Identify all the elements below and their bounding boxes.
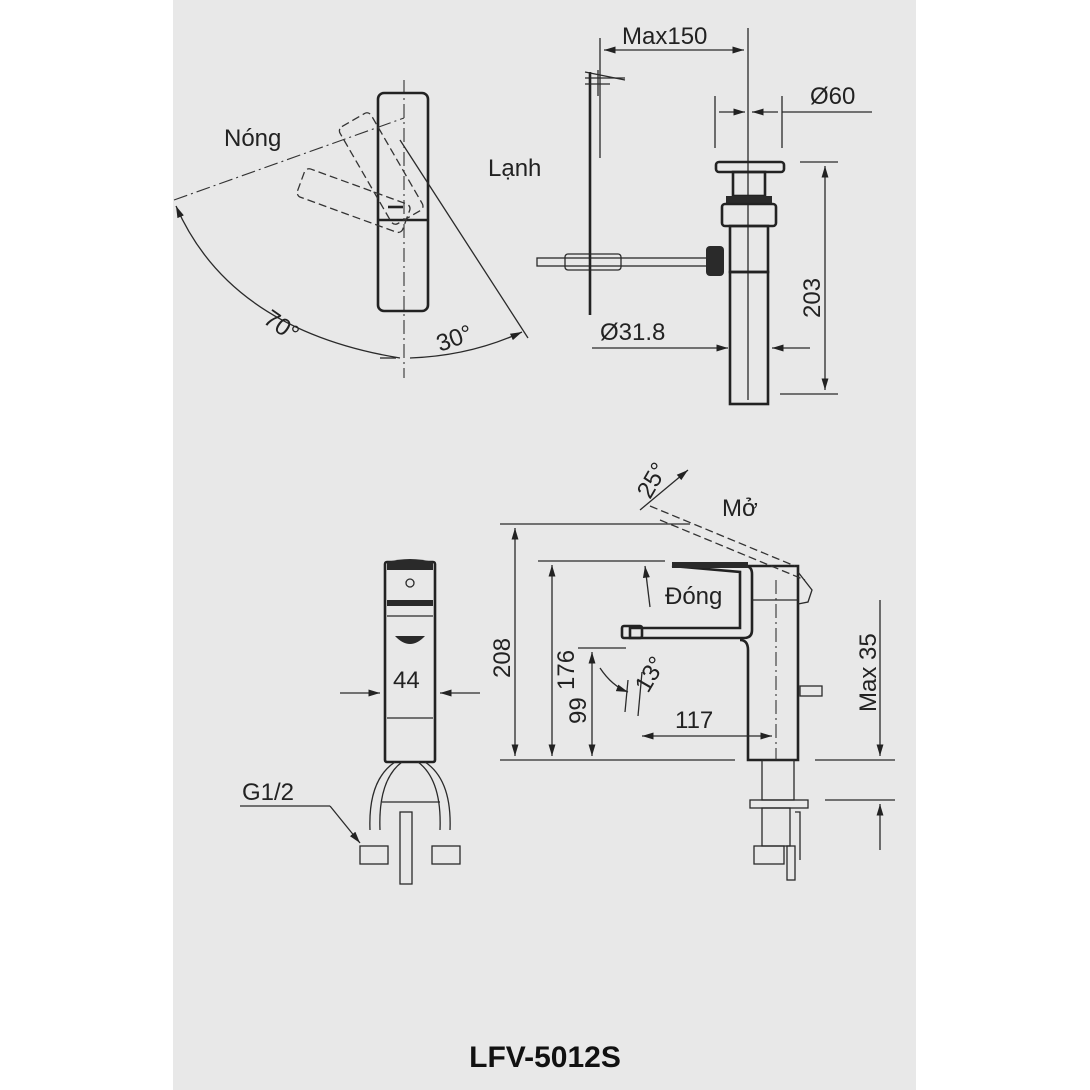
top-view: Nóng Lạnh 70° 30° bbox=[173, 80, 541, 378]
side-view: 208 176 99 25° Mở Đóng 13° 117 bbox=[489, 458, 895, 881]
cold-angle-label: 30° bbox=[433, 320, 476, 358]
max-deck-label: Max 35 bbox=[855, 633, 882, 712]
body-height-label: 176 bbox=[553, 650, 580, 690]
drain-height-label: 203 bbox=[799, 278, 826, 318]
drain-view: Max150 Ø60 203 Ø31.8 bbox=[536, 23, 872, 406]
spout-reach-label: 117 bbox=[675, 707, 713, 734]
max-lever-label: Max150 bbox=[622, 23, 707, 50]
cold-label: Lạnh bbox=[488, 155, 541, 182]
drain-diameter-label: Ø60 bbox=[810, 83, 855, 110]
spout-angle-label: 13° bbox=[630, 652, 672, 697]
open-angle-label: 25° bbox=[632, 458, 674, 503]
model-title: LFV-5012S bbox=[469, 1041, 621, 1074]
open-label: Mở bbox=[722, 495, 758, 522]
closed-label: Đóng bbox=[665, 583, 722, 610]
width-label: 44 bbox=[393, 667, 420, 694]
drawing-panel bbox=[173, 0, 916, 1090]
front-view: 44 G1/2 bbox=[240, 559, 480, 885]
thread-label: G1/2 bbox=[242, 779, 294, 806]
hot-angle-label: 70° bbox=[259, 305, 304, 348]
total-height-label: 208 bbox=[489, 638, 516, 678]
spout-height-label: 99 bbox=[565, 697, 592, 724]
hot-label: Nóng bbox=[224, 125, 281, 152]
pipe-diameter-label: Ø31.8 bbox=[600, 319, 665, 346]
